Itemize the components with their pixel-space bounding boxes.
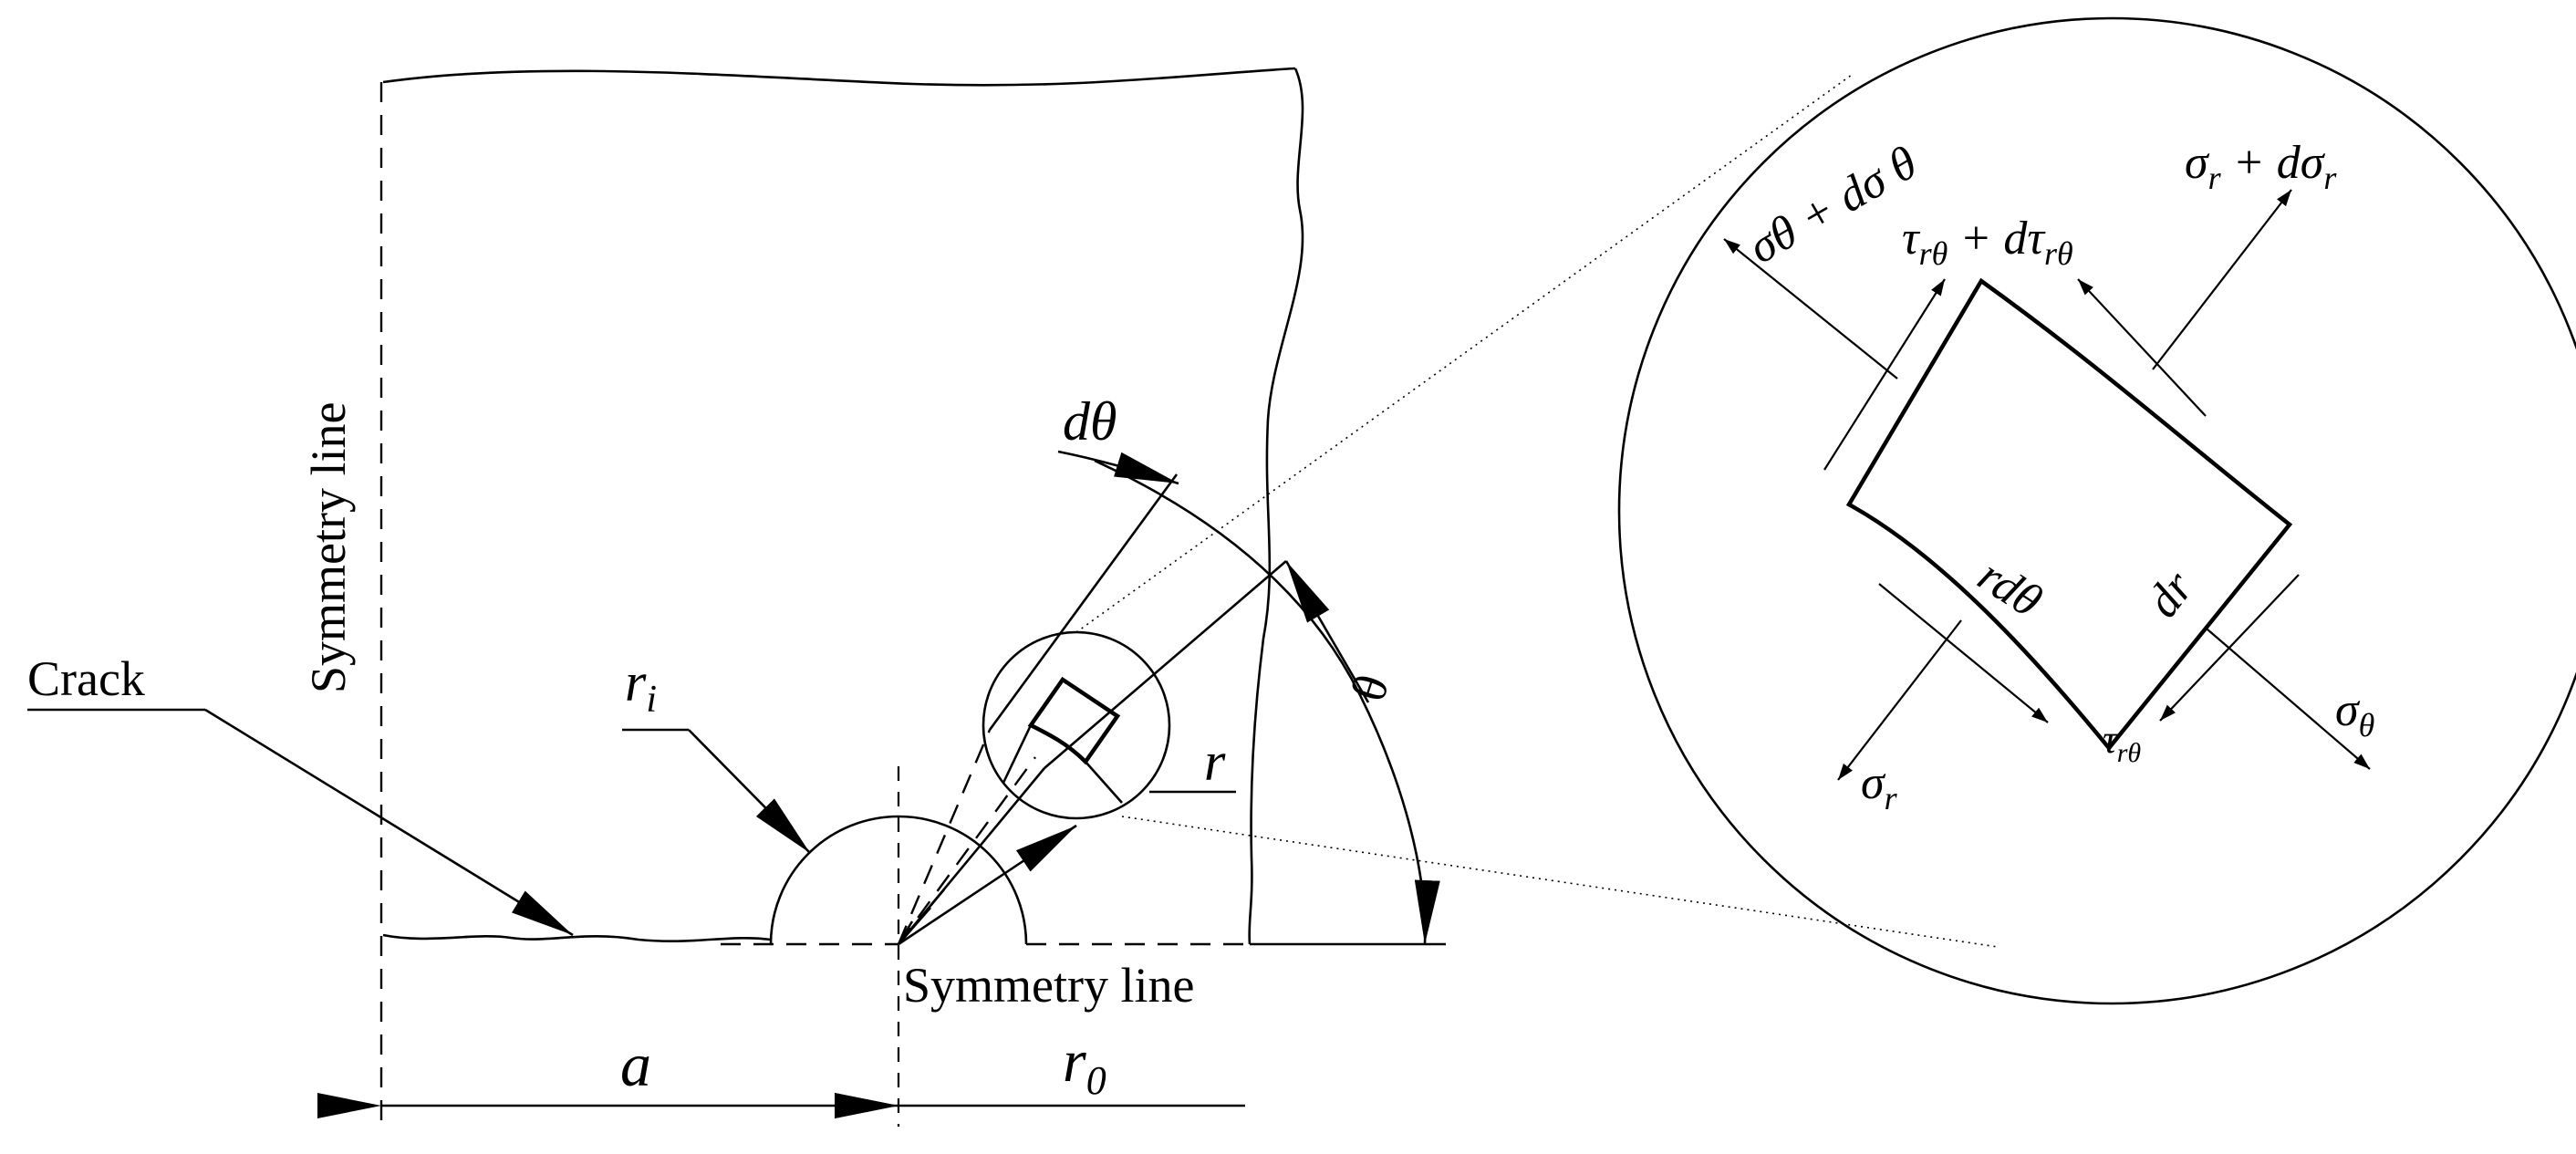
r-label: r xyxy=(1204,732,1226,792)
symmetry-line-vertical-label: Symmetry line xyxy=(301,402,356,693)
inset-stress-arrows xyxy=(1723,189,2371,781)
element-detail-circle xyxy=(982,630,1171,820)
inset-circle xyxy=(1617,16,2576,1005)
dtheta-label: dθ xyxy=(1063,391,1117,452)
radial-lines xyxy=(897,473,1287,946)
tau-plus-label: τrθ + dτrθ xyxy=(1902,213,2073,272)
dimension-r0-label: r0 xyxy=(1063,1028,1106,1103)
sigma-r-label: σr xyxy=(1861,757,1898,816)
sigma-r-plus-label: σr + dσr xyxy=(2185,137,2337,196)
dr-label: dr xyxy=(2137,561,2205,627)
dimension-a-label: a xyxy=(620,1030,651,1099)
ri-label: ri xyxy=(625,652,657,721)
theta-arc xyxy=(1057,450,1440,945)
symmetry-line-horizontal-label: Symmetry line xyxy=(903,958,1194,1013)
rdtheta-label: rdθ xyxy=(1968,549,2051,628)
leader-lines xyxy=(27,708,1236,937)
tau-label: τrθ xyxy=(2103,717,2141,768)
sigma-theta-label: σθ xyxy=(2335,684,2374,743)
theta-label: θ xyxy=(1340,669,1399,708)
inset-element xyxy=(1845,277,2293,752)
projection-lines xyxy=(1075,74,1999,948)
plate-geometry xyxy=(379,67,1446,1127)
crack-label: Crack xyxy=(27,651,145,706)
